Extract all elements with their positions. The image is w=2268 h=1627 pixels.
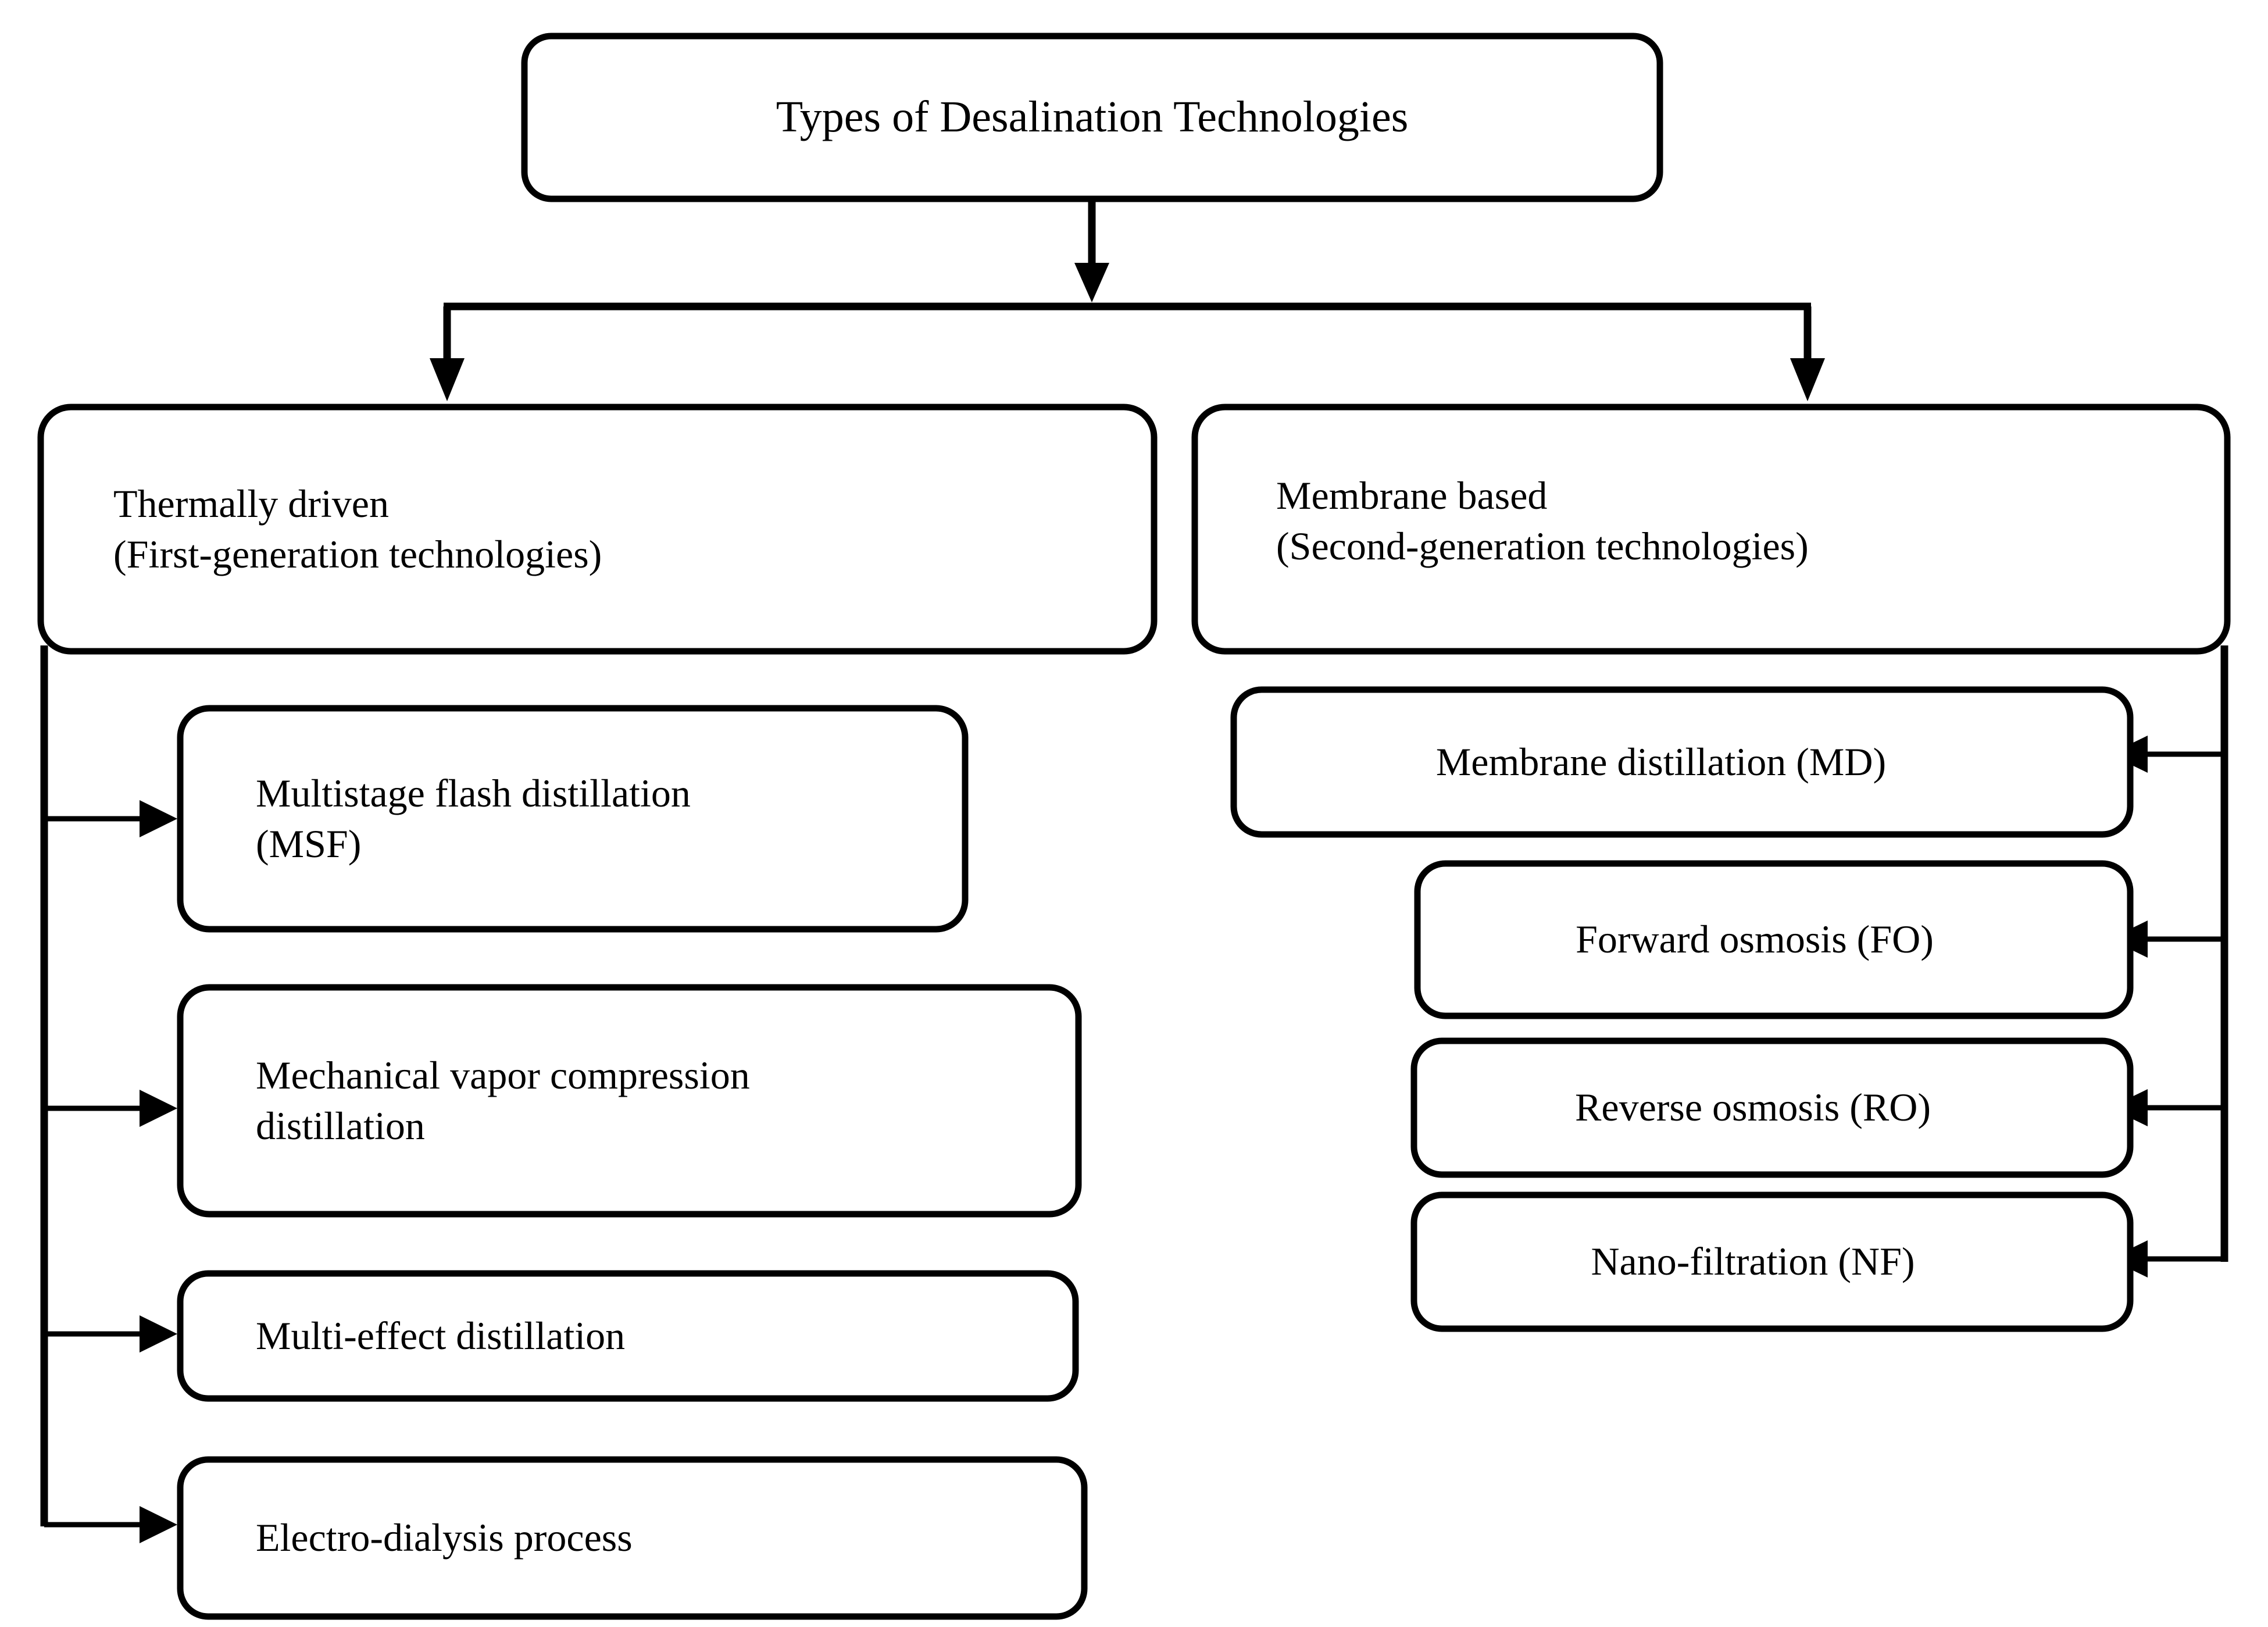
node-root-shape[interactable]: [521, 33, 1663, 202]
node-med-shape[interactable]: [177, 1270, 1079, 1402]
node-msf-shape[interactable]: [177, 705, 969, 933]
arrowhead-mvc: [140, 1090, 177, 1127]
node-mvc-shape[interactable]: [177, 984, 1082, 1218]
arrowhead-ed: [140, 1506, 177, 1543]
arrowhead-branch-thermal: [430, 358, 465, 401]
node-nf-shape[interactable]: [1410, 1191, 2134, 1332]
node-md-shape[interactable]: [1230, 686, 2134, 838]
node-ro-shape[interactable]: [1410, 1037, 2134, 1178]
arrowhead-med: [140, 1315, 177, 1353]
node-membrane-shape[interactable]: [1191, 404, 2231, 655]
node-ed-shape[interactable]: [177, 1456, 1088, 1620]
arrowhead-branch-membrane: [1790, 358, 1825, 401]
node-thermal-shape[interactable]: [37, 404, 1158, 655]
node-fo-shape[interactable]: [1414, 860, 2134, 1019]
arrowhead-root-down: [1074, 263, 1109, 302]
arrowhead-msf: [140, 800, 177, 837]
